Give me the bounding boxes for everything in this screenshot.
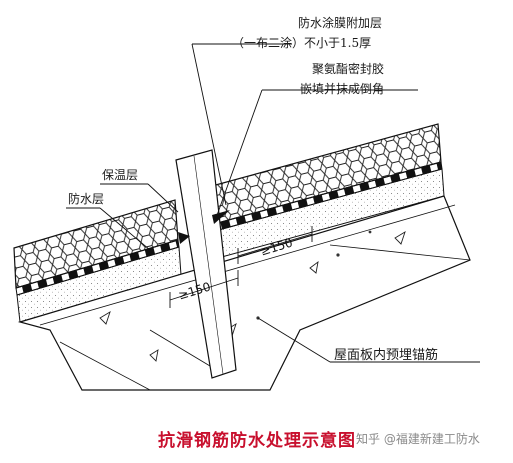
sealant-label-2: 嵌填并抹成倒角 bbox=[300, 82, 385, 96]
coating-label-1: 防水涂膜附加层 bbox=[298, 16, 383, 30]
dimension-lines bbox=[169, 226, 313, 308]
watermark: 知乎 @福建新建工防水 bbox=[356, 432, 480, 446]
waterproof-label: 防水层 bbox=[68, 192, 105, 206]
anti-slip-bar bbox=[175, 149, 237, 379]
sealant-fillet bbox=[178, 210, 230, 244]
diagram-title: 抗滑钢筋防水处理示意图 bbox=[158, 431, 356, 451]
leader-lines bbox=[66, 43, 480, 363]
sealant-label-1: 聚氨酯密封胶 bbox=[312, 62, 385, 76]
roof-slab bbox=[17, 195, 471, 391]
insulation-label: 保温层 bbox=[102, 168, 139, 182]
coating-label-2: （一布二涂）不小于1.5厚 bbox=[232, 36, 372, 50]
anchor-label: 屋面板内预埋锚筋 bbox=[334, 348, 439, 363]
